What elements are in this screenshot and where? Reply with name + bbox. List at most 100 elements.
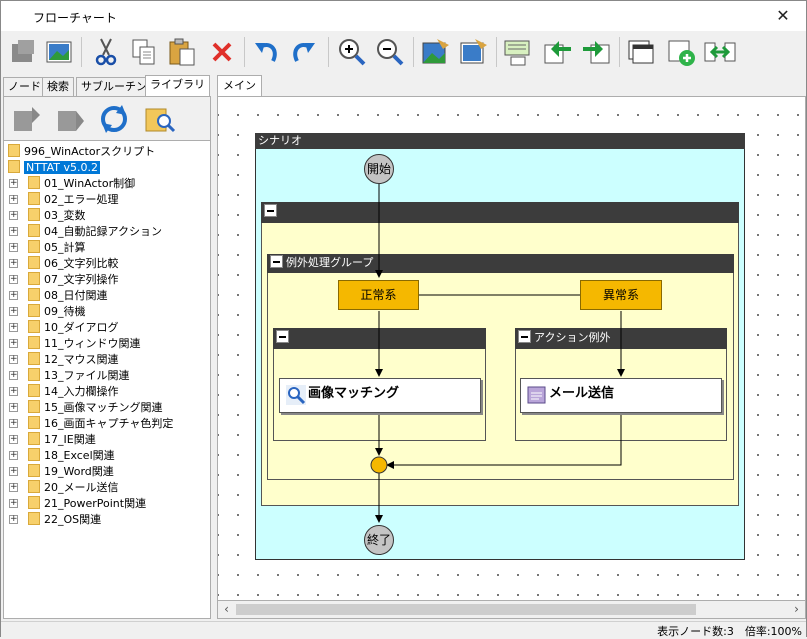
image-capture-icon[interactable] — [419, 35, 453, 69]
horizontal-scrollbar[interactable]: ‹ › — [217, 601, 806, 619]
expand-icon[interactable]: + — [9, 290, 18, 300]
folder-icon — [28, 272, 40, 285]
tree-item[interactable]: 13_ファイル関連 — [28, 368, 130, 384]
expand-icon[interactable]: + — [9, 274, 18, 284]
expand-icon[interactable]: + — [9, 354, 18, 364]
image-edit-icon[interactable] — [457, 35, 491, 69]
tree-item[interactable]: 01_WinActor制御 — [28, 176, 135, 192]
merge-node[interactable] — [370, 456, 388, 474]
expand-icon[interactable]: + — [9, 402, 18, 412]
folder-icon — [28, 176, 40, 189]
collapse-icon[interactable] — [276, 330, 289, 343]
abnormal-node[interactable]: 異常系 — [580, 280, 662, 310]
tree-item[interactable]: 08_日付関連 — [28, 288, 108, 304]
tab-search[interactable]: 検索 — [42, 77, 74, 96]
scroll-left-icon[interactable]: ‹ — [224, 602, 229, 616]
collapse-icon[interactable] — [518, 330, 531, 343]
expand-icon[interactable]: + — [9, 258, 18, 268]
export-icon[interactable] — [6, 35, 40, 69]
group-icon[interactable] — [625, 35, 659, 69]
expand-icon[interactable]: + — [9, 386, 18, 396]
tree-item[interactable]: 19_Word関連 — [28, 464, 114, 480]
tree-item[interactable]: 17_IE関連 — [28, 432, 96, 448]
expand-icon[interactable]: + — [9, 178, 18, 188]
tree-item[interactable]: 04_自動記録アクション — [28, 224, 162, 240]
expand-icon[interactable]: + — [9, 482, 18, 492]
tree-item[interactable]: 11_ウィンドウ関連 — [28, 336, 141, 352]
expand-icon[interactable]: + — [9, 434, 18, 444]
zoom-out-icon[interactable] — [373, 35, 407, 69]
outer-group-header[interactable] — [261, 202, 739, 223]
exception-group-header[interactable]: 例外処理グループ — [267, 254, 734, 273]
tree-item[interactable]: 03_変数 — [28, 208, 86, 224]
tree-item[interactable]: 07_文字列操作 — [28, 272, 119, 288]
expand-icon[interactable]: + — [9, 450, 18, 460]
tree-item[interactable]: 09_待機 — [28, 304, 86, 320]
undo-icon[interactable] — [249, 35, 283, 69]
library-search-folder-icon[interactable] — [142, 101, 178, 137]
delete-icon[interactable] — [205, 35, 239, 69]
expand-icon[interactable]: + — [9, 322, 18, 332]
tree-item[interactable]: 18_Excel関連 — [28, 448, 115, 464]
expand-icon[interactable]: + — [9, 514, 18, 524]
tree-item[interactable]: 06_文字列比較 — [28, 256, 119, 272]
close-button[interactable]: ✕ — [776, 6, 790, 25]
collapse-icon[interactable] — [264, 204, 277, 217]
normal-node[interactable]: 正常系 — [338, 280, 419, 310]
tree-item[interactable]: 14_入力欄操作 — [28, 384, 119, 400]
zoom-in-icon[interactable] — [335, 35, 369, 69]
expand-icon[interactable]: + — [9, 194, 18, 204]
expand-icon[interactable]: + — [9, 498, 18, 508]
tree-item-selected[interactable]: NTTAT v5.0.2 — [8, 160, 101, 176]
mail-icon — [527, 385, 547, 405]
scenario-header[interactable]: シナリオ — [255, 133, 745, 149]
start-node[interactable]: 開始 — [364, 154, 394, 184]
folder-icon — [28, 400, 40, 413]
mail-send-node[interactable]: メール送信 — [520, 378, 722, 413]
scroll-thumb[interactable] — [236, 604, 696, 615]
collapse-icon[interactable] — [270, 255, 283, 268]
folder-icon — [28, 448, 40, 461]
title-bar: フローチャート ✕ — [1, 1, 806, 31]
image-matching-node[interactable]: 画像マッチング — [279, 378, 481, 413]
expand-icon[interactable]: + — [9, 306, 18, 316]
library-refresh-icon[interactable] — [96, 101, 132, 137]
paste-icon[interactable] — [165, 35, 199, 69]
add-node-icon[interactable] — [665, 35, 699, 69]
tree-item[interactable]: 20_メール送信 — [28, 480, 119, 496]
scroll-right-icon[interactable]: › — [794, 602, 799, 616]
comment-icon[interactable] — [501, 35, 535, 69]
tree-item[interactable]: 02_エラー処理 — [28, 192, 119, 208]
tree-item[interactable]: 996_WinActorスクリプト — [8, 144, 155, 160]
tree-item[interactable]: 21_PowerPoint関連 — [28, 496, 146, 512]
move-right-icon[interactable] — [579, 35, 613, 69]
tree-item[interactable]: 10_ダイアログ — [28, 320, 119, 336]
tab-subroutine[interactable]: サブルーチン — [76, 77, 152, 96]
tree-item[interactable]: 12_マウス関連 — [28, 352, 119, 368]
tree-item[interactable]: 15_画像マッチング関連 — [28, 400, 163, 416]
library-back-icon[interactable] — [8, 101, 44, 137]
main-toolbar — [1, 32, 806, 72]
library-forward-icon[interactable] — [52, 101, 88, 137]
end-node[interactable]: 終了 — [364, 525, 394, 555]
tab-node[interactable]: ノード — [3, 77, 46, 96]
tree-item[interactable]: 05_計算 — [28, 240, 86, 256]
swap-icon[interactable] — [703, 35, 737, 69]
expand-icon[interactable]: + — [9, 210, 18, 220]
expand-icon[interactable]: + — [9, 242, 18, 252]
redo-icon[interactable] — [287, 35, 321, 69]
expand-icon[interactable]: + — [9, 370, 18, 380]
tab-main[interactable]: メイン — [217, 75, 262, 97]
flowchart-canvas[interactable]: シナリオ 例外処理グループ アクション例外 — [217, 96, 806, 601]
expand-icon[interactable]: + — [9, 226, 18, 236]
tree-item[interactable]: 22_OS関連 — [28, 512, 101, 528]
image-icon[interactable] — [42, 35, 76, 69]
expand-icon[interactable]: + — [9, 338, 18, 348]
expand-icon[interactable]: + — [9, 466, 18, 476]
cut-icon[interactable] — [89, 35, 123, 69]
copy-icon[interactable] — [127, 35, 161, 69]
expand-icon[interactable]: + — [9, 418, 18, 428]
move-left-icon[interactable] — [541, 35, 575, 69]
tree-item[interactable]: 16_画面キャプチャ色判定 — [28, 416, 173, 432]
tab-library[interactable]: ライブラリ — [145, 75, 210, 97]
